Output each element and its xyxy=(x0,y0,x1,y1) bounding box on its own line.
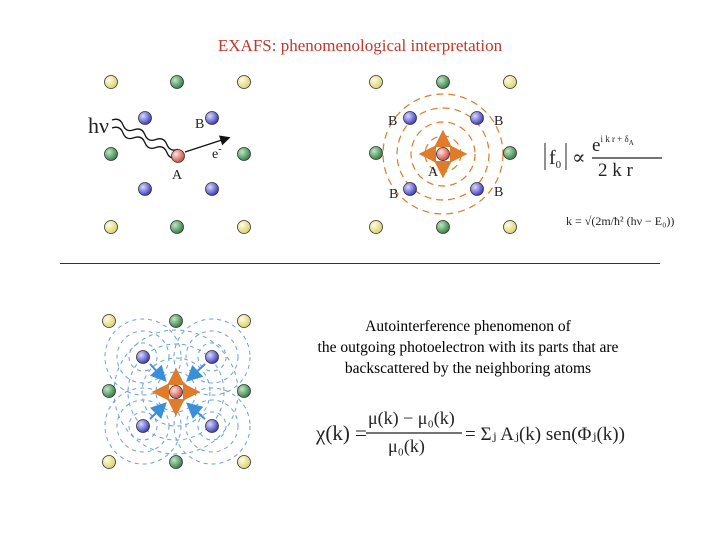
page-title: EXAFS: phenomenological interpretation xyxy=(217,36,503,55)
yellow-atom xyxy=(104,220,118,234)
absorber-label: A xyxy=(428,165,439,180)
backscatterer-label: B xyxy=(494,114,503,129)
green-atom xyxy=(104,147,118,161)
green-atom xyxy=(237,147,251,161)
backscatterer-atom xyxy=(470,182,484,196)
green-atom xyxy=(169,314,183,328)
yellow-atom xyxy=(237,455,251,469)
backscatterer-atom xyxy=(138,111,152,125)
caption-line: the outgoing photoelectron with its part… xyxy=(317,339,619,356)
absorber-atom xyxy=(436,147,450,161)
formula-chi: χ(k) = μ(k) − μ₀(k) μ₀(k) = Σⱼ Aⱼ(k) sen… xyxy=(315,408,625,457)
photon-wave xyxy=(111,126,179,159)
yellow-atom xyxy=(102,314,116,328)
green-atom xyxy=(369,146,383,160)
yellow-atom xyxy=(503,75,517,89)
green-atom xyxy=(436,220,450,234)
panel-outgoing-wave: B B B B A xyxy=(382,93,504,215)
panel-photon-absorption: hν e- B A xyxy=(88,113,231,183)
backscatterer-label: B xyxy=(195,117,204,132)
backscatterer-atom xyxy=(403,182,417,196)
photon-label: hν xyxy=(88,113,109,138)
backscatterer-atom xyxy=(138,182,152,196)
caption-line: Autointerference phenomenon of xyxy=(365,318,571,335)
absorber-atom xyxy=(171,149,185,163)
yellow-atom xyxy=(369,220,383,234)
photon-wave xyxy=(111,118,179,151)
backscatterer-label: B xyxy=(389,187,398,202)
electron-label: e- xyxy=(212,144,222,162)
formula-k: k = √(2m/ħ² (hν − E₀)) xyxy=(566,214,674,228)
backscatterer-label: B xyxy=(388,114,397,129)
svg-text:∝: ∝ xyxy=(572,147,586,169)
green-atom xyxy=(503,146,517,160)
yellow-atom xyxy=(102,455,116,469)
green-atom xyxy=(170,220,184,234)
green-atom xyxy=(102,384,116,398)
backscatterer-atom xyxy=(205,419,219,433)
svg-text:f0: f0 xyxy=(549,147,562,171)
backscatterer-atom xyxy=(136,419,150,433)
svg-text:χ(k) =: χ(k) = xyxy=(315,421,367,445)
yellow-atom xyxy=(369,75,383,89)
backscatter-arrows xyxy=(149,363,206,420)
caption-line: backscattered by the neighboring atoms xyxy=(344,360,592,377)
backscatterer-atom xyxy=(205,111,219,125)
absorber-atom xyxy=(169,385,183,399)
caption: Autointerference phenomenon of the outgo… xyxy=(288,316,648,379)
backscatterer-atom xyxy=(136,350,150,364)
electron-arrow xyxy=(184,135,231,153)
backscatterer-atom xyxy=(205,350,219,364)
yellow-atom xyxy=(237,314,251,328)
svg-text:μ₀(k): μ₀(k) xyxy=(388,436,425,457)
svg-text:= Σⱼ Aⱼ(k) sen(Φⱼ(k)): = Σⱼ Aⱼ(k) sen(Φⱼ(k)) xyxy=(465,424,625,445)
backscatterer-atom xyxy=(403,111,417,125)
svg-text:k = √(2m/ħ² (hν − E₀)): k = √(2m/ħ² (hν − E₀)) xyxy=(566,214,674,228)
yellow-atom xyxy=(237,75,251,89)
absorber-label: A xyxy=(172,168,183,183)
yellow-atom xyxy=(237,220,251,234)
green-atom xyxy=(170,75,184,89)
green-atom xyxy=(436,75,450,89)
backscatterer-atom xyxy=(205,182,219,196)
green-atom xyxy=(169,455,183,469)
backscatterer-atom xyxy=(470,111,484,125)
yellow-atom xyxy=(104,75,118,89)
backscatterer-label: B xyxy=(494,185,503,200)
atoms xyxy=(102,75,517,469)
yellow-atom xyxy=(503,220,517,234)
svg-text:ei k r + δA: ei k r + δA xyxy=(592,134,634,156)
formula-f0: f0 ∝ ei k r + δA 2 k r xyxy=(544,134,662,181)
svg-text:μ(k) − μ₀(k): μ(k) − μ₀(k) xyxy=(368,408,455,429)
svg-text:2 k r: 2 k r xyxy=(598,160,634,181)
green-atom xyxy=(237,384,251,398)
divider xyxy=(60,263,660,264)
